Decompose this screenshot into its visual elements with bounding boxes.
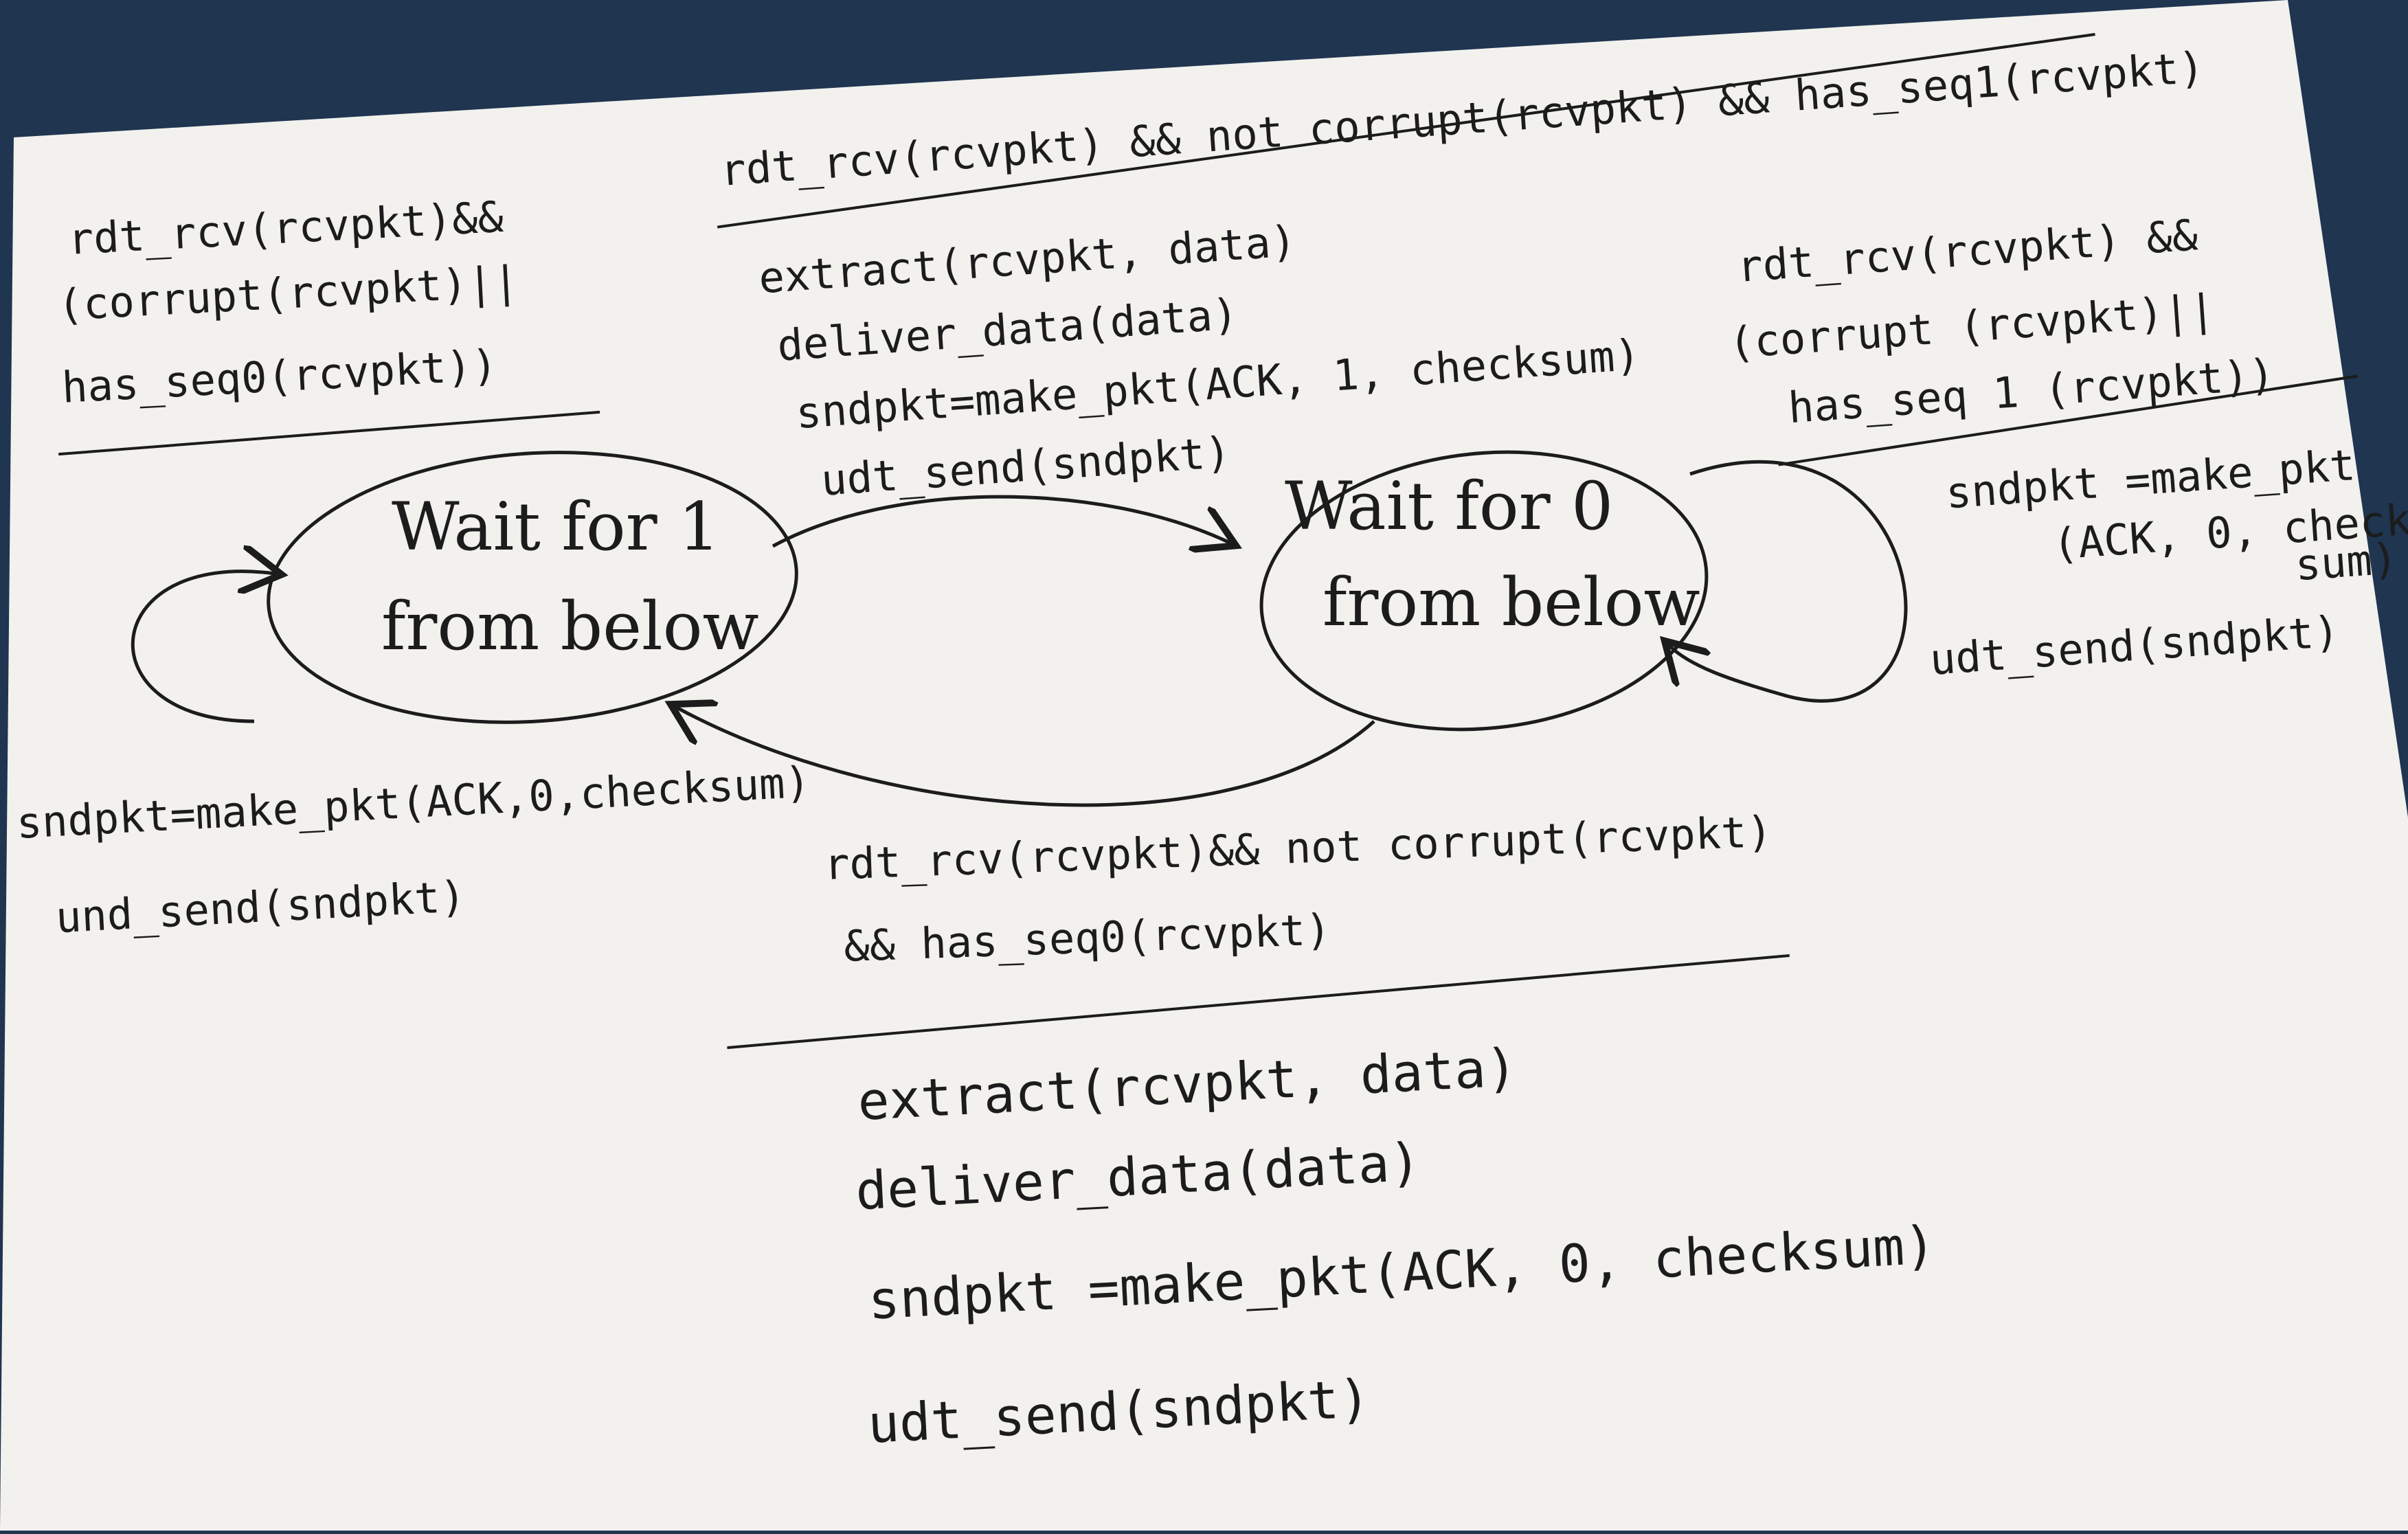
- bottom-transition-divider: [727, 954, 1790, 1050]
- state-wait-for-0: Wait for 0 from below: [1259, 450, 1709, 732]
- state-wait-for-1: Wait for 1 from below: [267, 451, 798, 724]
- arrow-right-self-loop: [1669, 460, 1908, 703]
- arrow-top-transition: [772, 495, 1230, 546]
- state-wait-for-1-line2: from below: [381, 588, 759, 665]
- state-wait-for-0-line2: from below: [1323, 564, 1700, 641]
- top-transition-divider: [717, 33, 2095, 229]
- arrow-left-self-loop: [131, 572, 275, 723]
- left-loop-divider: [58, 410, 600, 456]
- state-wait-for-0-line1: Wait for 0: [1285, 468, 1613, 545]
- right-loop-action-3: sum): [2293, 533, 2399, 590]
- right-loop-divider: [1778, 374, 2359, 466]
- state-wait-for-1-line1: Wait for 1: [392, 488, 720, 565]
- arrow-bottom-transition: [677, 708, 1375, 807]
